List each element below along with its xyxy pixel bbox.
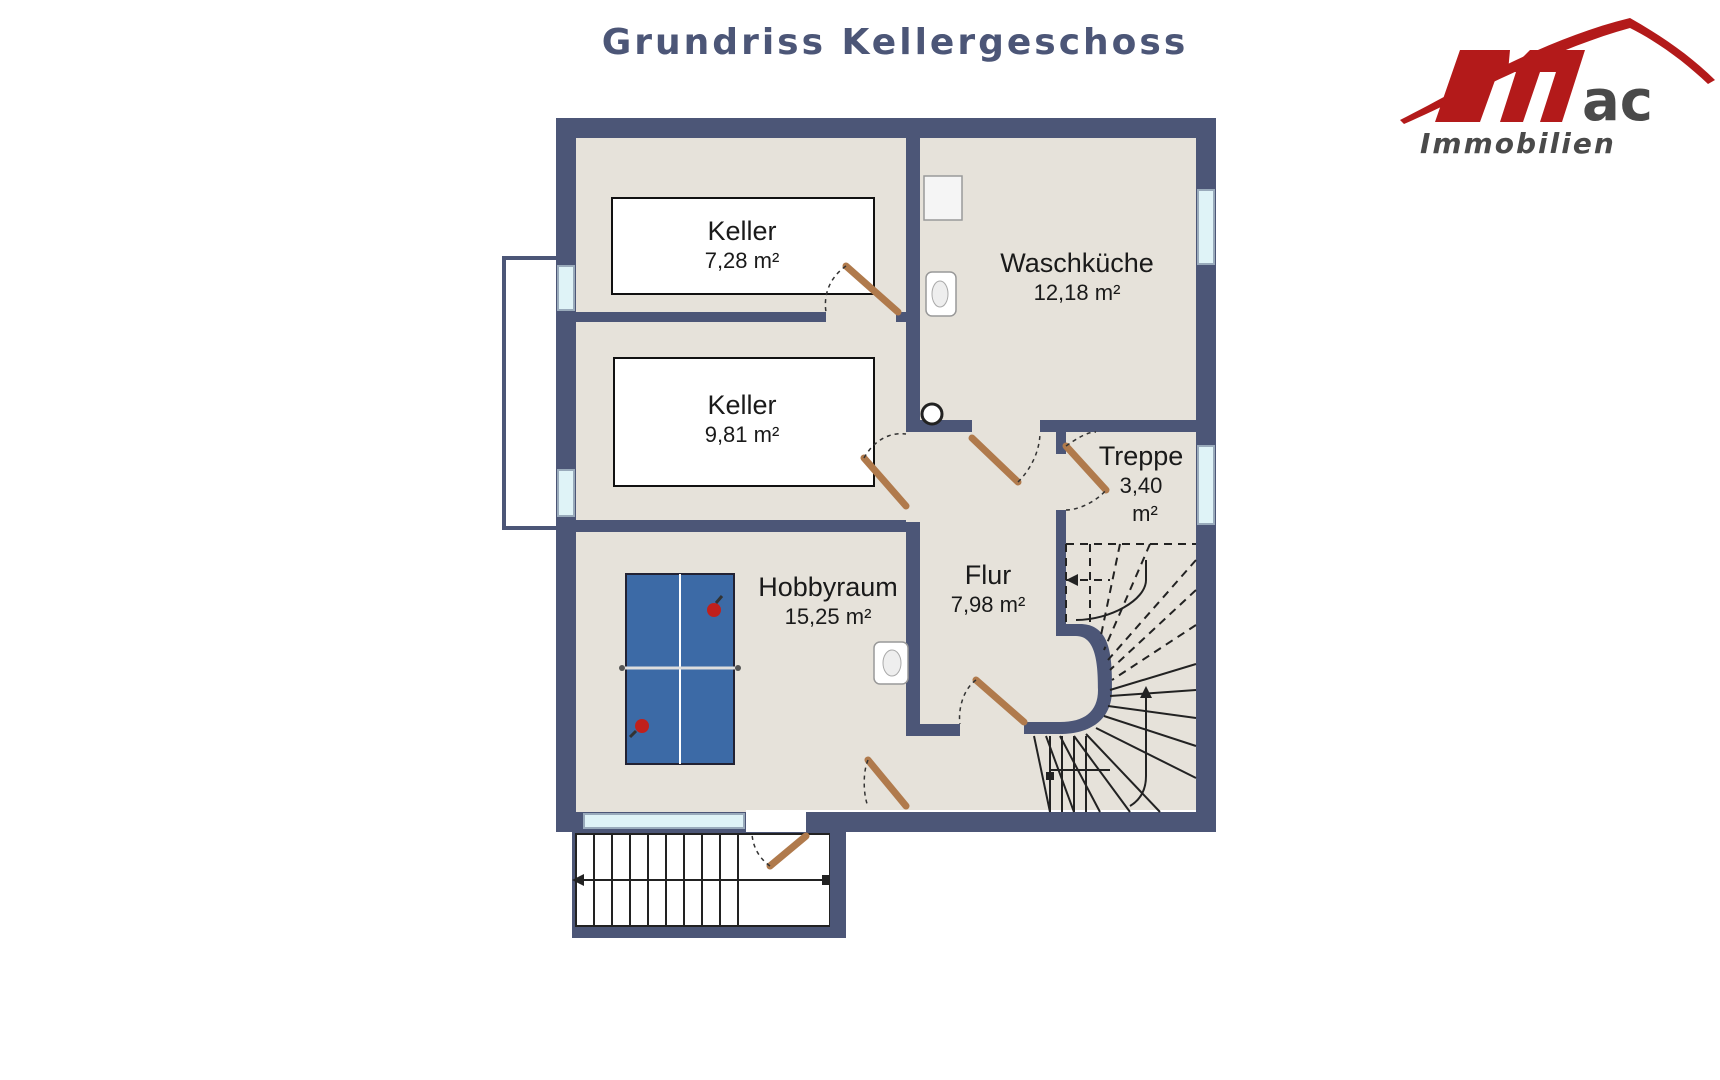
table-tennis-icon [619,573,741,765]
room-name-flur: Flur [965,560,1012,590]
room-area-waschkueche: 12,18 m² [1034,280,1121,305]
left-bay [502,256,556,530]
interior-stairs [1033,543,1197,813]
room-area-keller-2: 9,81 m² [705,422,780,447]
laundry-fixtures [923,175,963,317]
room-area-treppe-number: 3,40 [1120,473,1163,498]
logo-ac-glyphs: ac [1582,69,1653,134]
room-area-keller-1: 7,28 m² [705,248,780,273]
room-name-treppe: Treppe [1099,441,1184,471]
page-title: Grundriss Kellergeschoss [601,22,1189,63]
company-logo: mac ac Immobilien [1400,18,1715,160]
room-name-keller-1: Keller [707,216,776,246]
room-name-keller-2: Keller [707,390,776,420]
exterior-stairwell [572,832,846,938]
room-name-hobbyraum: Hobbyraum [758,572,898,602]
room-area-flur: 7,98 m² [951,592,1026,617]
doors [751,262,1110,870]
hobby-washbasin-icon [873,641,909,685]
room-area-treppe-unit: m² [1132,501,1158,526]
logo-subtitle: Immobilien [1420,127,1616,160]
storage-shelves [611,197,875,487]
logo-m-mark [1435,50,1585,122]
room-name-waschkueche: Waschküche [1000,248,1154,278]
room-labels: Keller 7,28 m² Keller 9,81 m² Waschküche… [705,216,1184,629]
windows [557,189,1215,829]
washer-icon [923,175,963,221]
room-area-hobbyraum: 15,25 m² [785,604,872,629]
